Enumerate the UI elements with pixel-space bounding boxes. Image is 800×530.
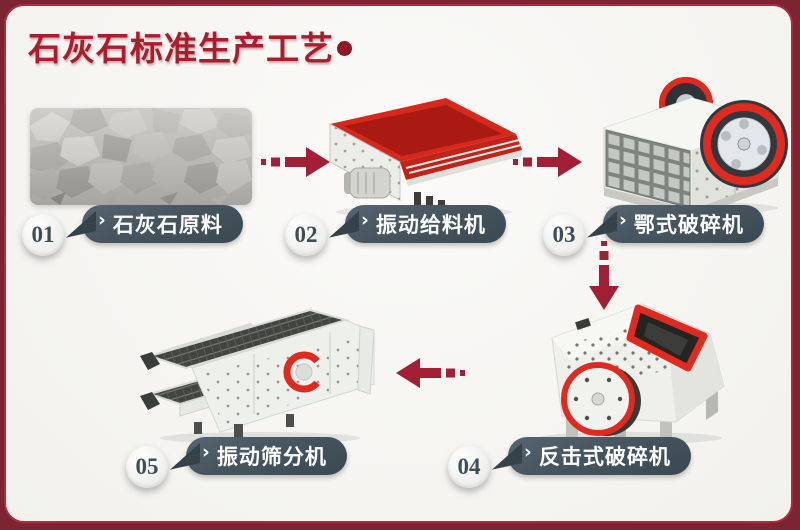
step-1-label: 石灰石原料	[112, 213, 223, 237]
jaw-crusher-machine	[592, 58, 790, 218]
limestone-rocks-photo	[30, 108, 252, 205]
vibrating-screen-machine	[134, 298, 384, 448]
step-4-label-bubble: › 反击式破碎机	[508, 437, 691, 475]
step-4-number-badge: 04	[448, 446, 490, 488]
flow-arrow-4-left	[394, 351, 466, 395]
step-2: 02 › 振动给料机	[285, 205, 506, 256]
step-5-number: 05	[135, 454, 159, 479]
step-2-number: 02	[294, 222, 318, 247]
step-1: 01 › 石灰石原料	[22, 205, 243, 256]
chevron-icon: ›	[361, 208, 369, 231]
step-2-number-badge: 02	[285, 214, 327, 256]
step-3-label-bubble: › 鄂式破碎机	[603, 205, 764, 243]
step-2-label-bubble: › 振动给料机	[345, 205, 506, 243]
step-1-label-bubble: › 石灰石原料	[82, 205, 243, 243]
step-4: 04 › 反击式破碎机	[448, 437, 691, 488]
step-1-number-badge: 01	[22, 214, 64, 256]
step-3-number: 03	[552, 222, 576, 247]
step-5: 05 › 振动筛分机	[126, 437, 347, 488]
flow-arrow-1-right	[260, 140, 332, 184]
chevron-icon: ›	[524, 440, 532, 463]
step-5-label-bubble: › 振动筛分机	[186, 437, 347, 475]
step-3-label: 鄂式破碎机	[633, 213, 744, 237]
step-5-label: 振动筛分机	[216, 445, 327, 469]
flow-arrow-2-right	[512, 140, 584, 184]
title-dot	[337, 41, 352, 56]
step-1-number: 01	[31, 222, 55, 247]
step-5-number-badge: 05	[126, 446, 168, 488]
vibrating-feeder-machine	[314, 92, 526, 220]
step-2-label: 振动给料机	[375, 213, 486, 237]
step-4-label: 反击式破碎机	[538, 445, 671, 469]
chevron-icon: ›	[202, 440, 210, 463]
flow-arrow-3-down	[582, 240, 626, 312]
step-3-number-badge: 03	[543, 214, 585, 256]
impact-crusher-machine	[518, 294, 736, 446]
page-title: 石灰石标准生产工艺	[28, 32, 334, 68]
chevron-icon: ›	[619, 208, 627, 231]
step-3: 03 › 鄂式破碎机	[543, 205, 764, 256]
chevron-icon: ›	[98, 208, 106, 231]
step-4-number: 04	[457, 454, 481, 479]
